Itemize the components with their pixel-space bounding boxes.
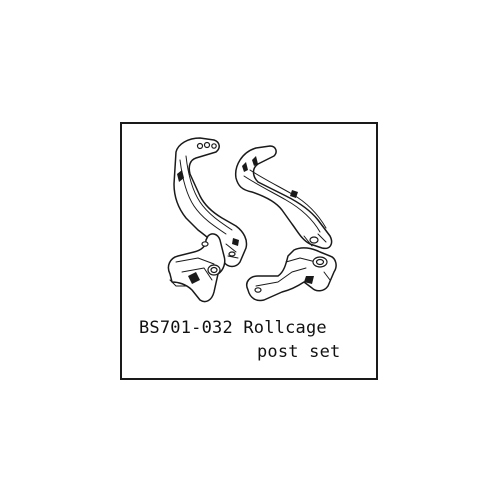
rollcage-mount-right xyxy=(246,247,337,302)
rollcage-post-left xyxy=(173,137,248,268)
part-number-title: BS701-032 Rollcage xyxy=(139,318,327,338)
part-description: post set xyxy=(257,342,341,362)
diagram-frame xyxy=(120,122,378,380)
rollcage-post-right xyxy=(234,145,333,250)
rollcage-mount-left xyxy=(167,233,226,303)
